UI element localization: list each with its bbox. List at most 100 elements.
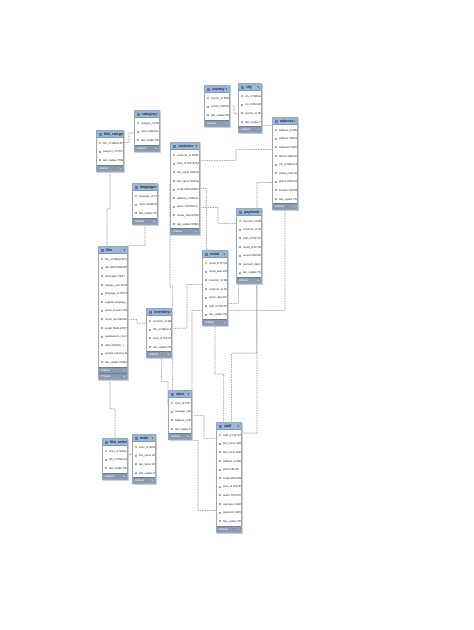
table-category[interactable]: category▾category_id TINYINT(3)name VARC…: [134, 110, 160, 152]
section-indexes[interactable]: Indexes▸: [217, 525, 241, 532]
table-rental[interactable]: rental▾rental_id INT(11)rental_date DATE…: [202, 250, 228, 327]
column-row[interactable]: inventory_id MEDIUMINT(8): [205, 276, 227, 285]
section-indexes[interactable]: Indexes▸: [273, 203, 297, 210]
column-row[interactable]: name CHAR(20): [135, 201, 157, 210]
column-row[interactable]: last_update TIMESTAMP: [171, 425, 191, 434]
table-inventory[interactable]: inventory▾inventory_id MEDIUMINT(8)film_…: [146, 308, 172, 359]
table-header[interactable]: country▾: [205, 86, 229, 93]
column-row[interactable]: city_id SMALLINT(5): [275, 160, 297, 169]
column-row[interactable]: staff_id TINYINT(3): [219, 431, 241, 440]
column-row[interactable]: city_id SMALLINT(5): [241, 92, 261, 101]
column-row[interactable]: language_id TINYINT(3): [135, 192, 157, 201]
column-row[interactable]: location GEOMETRY: [275, 186, 297, 195]
column-row[interactable]: return_date DATETIME: [205, 293, 227, 302]
table-header[interactable]: address▾: [273, 118, 297, 125]
column-row[interactable]: city VARCHAR(50): [241, 101, 261, 110]
section-indexes[interactable]: Indexes▸: [103, 472, 127, 479]
column-row[interactable]: category_id TINYINT(3): [99, 148, 123, 157]
column-row[interactable]: first_name VARCHAR(45): [173, 168, 199, 177]
expand-icon[interactable]: ▾: [187, 392, 189, 396]
table-header[interactable]: payment▾: [237, 209, 261, 216]
column-row[interactable]: customer_id SMALLINT(5): [173, 151, 199, 160]
section-indexes[interactable]: Indexes▸: [147, 351, 171, 358]
column-row[interactable]: picture BLOB: [219, 465, 239, 474]
table-header[interactable]: store▾: [169, 391, 191, 398]
column-row[interactable]: rating ENUM(...): [101, 341, 125, 350]
column-row[interactable]: manager_staff_id TINYINT(3): [171, 408, 191, 417]
column-row[interactable]: rental_id INT(11): [205, 259, 227, 268]
column-row[interactable]: last_update TIMESTAMP: [219, 517, 241, 526]
section-indexes[interactable]: Indexes▸: [133, 477, 155, 484]
table-staff[interactable]: staff▾staff_id TINYINT(3)first_name VARC…: [216, 422, 242, 533]
expand-icon[interactable]: ▾: [154, 185, 157, 189]
column-row[interactable]: customer_id SMALLINT(5): [239, 226, 261, 235]
expand-icon[interactable]: ▾: [225, 87, 227, 91]
column-row[interactable]: address_id SMALLINT(5): [173, 194, 199, 203]
column-row[interactable]: film_id SMALLINT(5): [105, 456, 127, 465]
table-customer[interactable]: customer▾customer_id SMALLINT(5)store_id…: [170, 142, 200, 236]
column-row[interactable]: postal_code VARCHAR(10): [275, 169, 297, 178]
expand-icon[interactable]: ▾: [293, 119, 295, 123]
column-row[interactable]: last_update TIMESTAMP: [173, 220, 199, 229]
section-triggers[interactable]: Triggers▸: [99, 372, 127, 379]
column-row[interactable]: amount DECIMAL(5,2): [239, 251, 261, 260]
column-row[interactable]: last_update TIMESTAMP: [135, 469, 155, 478]
column-row[interactable]: last_update TIMESTAMP: [101, 358, 127, 367]
column-row[interactable]: country VARCHAR(50): [207, 103, 229, 112]
column-row[interactable]: country_id SMALLINT(5): [241, 109, 261, 118]
table-header[interactable]: actor▾: [133, 435, 155, 442]
column-row[interactable]: active TINYINT(1): [219, 491, 241, 500]
column-row[interactable]: country_id SMALLINT(5): [207, 94, 229, 103]
table-header[interactable]: film▾: [99, 247, 127, 254]
section-indexes[interactable]: Indexes▸: [171, 228, 199, 235]
column-row[interactable]: last_name VARCHAR(45): [219, 448, 241, 457]
table-country[interactable]: country▾country_id SMALLINT(5)country VA…: [204, 85, 230, 127]
column-row[interactable]: last_update TIMESTAMP: [105, 464, 127, 473]
table-header[interactable]: film_actor▾: [103, 439, 127, 446]
table-header[interactable]: inventory▾: [147, 309, 171, 316]
section-indexes[interactable]: Indexes▸: [135, 144, 159, 151]
column-row[interactable]: last_update TIMESTAMP: [207, 111, 229, 120]
table-header[interactable]: category▾: [135, 111, 159, 118]
column-row[interactable]: store_id TINYINT(3): [173, 160, 199, 169]
column-row[interactable]: film_id SMALLINT(5): [99, 139, 123, 148]
column-row[interactable]: last_update TIMESTAMP: [137, 136, 159, 145]
column-row[interactable]: district VARCHAR(20): [275, 152, 297, 161]
column-row[interactable]: staff_id TINYINT(3): [205, 302, 227, 311]
column-row[interactable]: address_id SMALLINT(5): [171, 416, 191, 425]
expand-icon[interactable]: ▾: [151, 436, 153, 440]
column-row[interactable]: payment_date DATETIME: [239, 260, 261, 269]
column-row[interactable]: language_id TINYINT(3): [101, 289, 127, 298]
column-row[interactable]: active TINYINT(1): [173, 203, 198, 212]
table-actor[interactable]: actor▾actor_id SMALLINT(5)first_name VAR…: [132, 434, 156, 485]
table-header[interactable]: city▾: [239, 84, 261, 91]
column-row[interactable]: email VARCHAR(50): [173, 185, 199, 194]
column-row[interactable]: last_update TIMESTAMP: [241, 118, 261, 127]
table-header[interactable]: rental▾: [203, 251, 227, 258]
column-row[interactable]: rental_id INT(11): [239, 243, 261, 252]
column-row[interactable]: address_id SMALLINT(5): [275, 126, 297, 135]
section-indexes[interactable]: Indexes▸: [205, 119, 229, 126]
section-indexes[interactable]: Indexes▸: [203, 319, 227, 326]
column-row[interactable]: title VARCHAR(255): [101, 264, 127, 273]
column-row[interactable]: store_id TINYINT(3): [219, 483, 241, 492]
column-row[interactable]: release_year YEAR(4): [101, 281, 127, 290]
section-indexes[interactable]: Indexes▸: [99, 366, 127, 373]
table-header[interactable]: language▾: [133, 184, 157, 191]
section-indexes[interactable]: Indexes▸: [133, 217, 157, 224]
table-language[interactable]: language▾language_id TINYINT(3)name CHAR…: [132, 183, 158, 225]
column-row[interactable]: rental_rate DECIMAL(4,2): [101, 315, 127, 324]
section-indexes[interactable]: Indexes▸: [237, 277, 261, 284]
column-row[interactable]: address_id SMALLINT(5): [219, 457, 241, 466]
column-row[interactable]: last_update TIMESTAMP: [205, 311, 227, 320]
column-row[interactable]: address VARCHAR(50): [275, 135, 297, 144]
column-row[interactable]: first_name VARCHAR(45): [219, 440, 241, 449]
table-store[interactable]: store▾store_id TINYINT(3)manager_staff_i…: [168, 390, 192, 441]
column-row[interactable]: last_name VARCHAR(45): [173, 177, 199, 186]
column-row[interactable]: original_language_id TINYINT(3): [101, 298, 127, 307]
column-row[interactable]: customer_id SMALLINT(5): [205, 285, 227, 294]
column-row[interactable]: name VARCHAR(25): [137, 128, 159, 137]
expand-icon[interactable]: ▾: [156, 112, 158, 116]
column-row[interactable]: film_id SMALLINT(5): [149, 326, 171, 335]
expand-icon[interactable]: ▾: [237, 424, 239, 428]
